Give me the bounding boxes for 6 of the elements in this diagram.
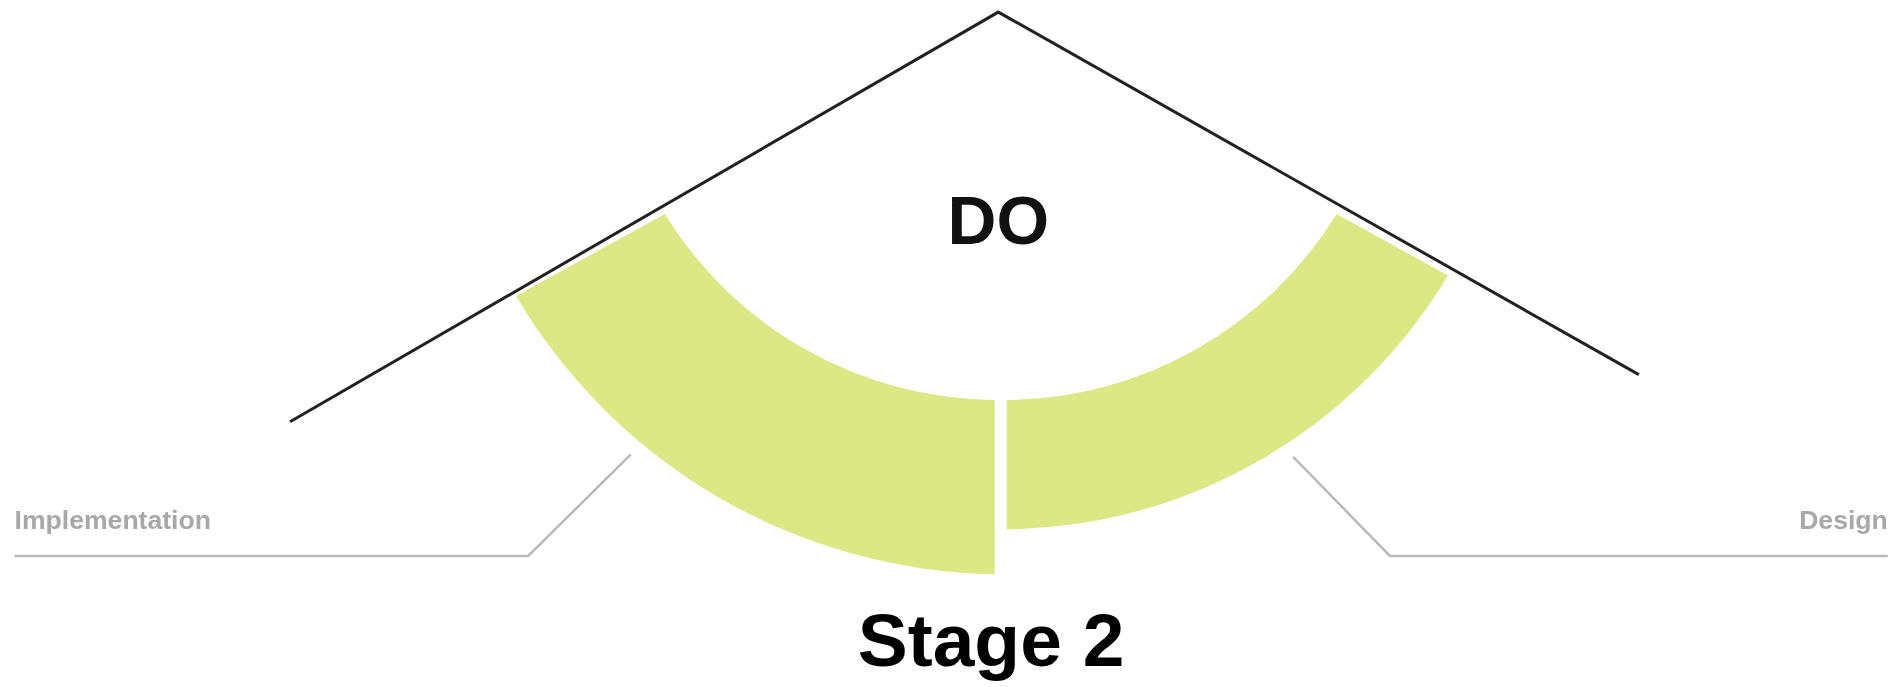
callout-label: Implementation	[14, 505, 257, 556]
leader-line	[1292, 456, 1888, 558]
leader-line	[14, 453, 632, 558]
callout-label: Design	[1776, 505, 1888, 556]
section-heading: DO	[946, 181, 1051, 260]
stage-caption: Stage 2	[856, 597, 1126, 683]
